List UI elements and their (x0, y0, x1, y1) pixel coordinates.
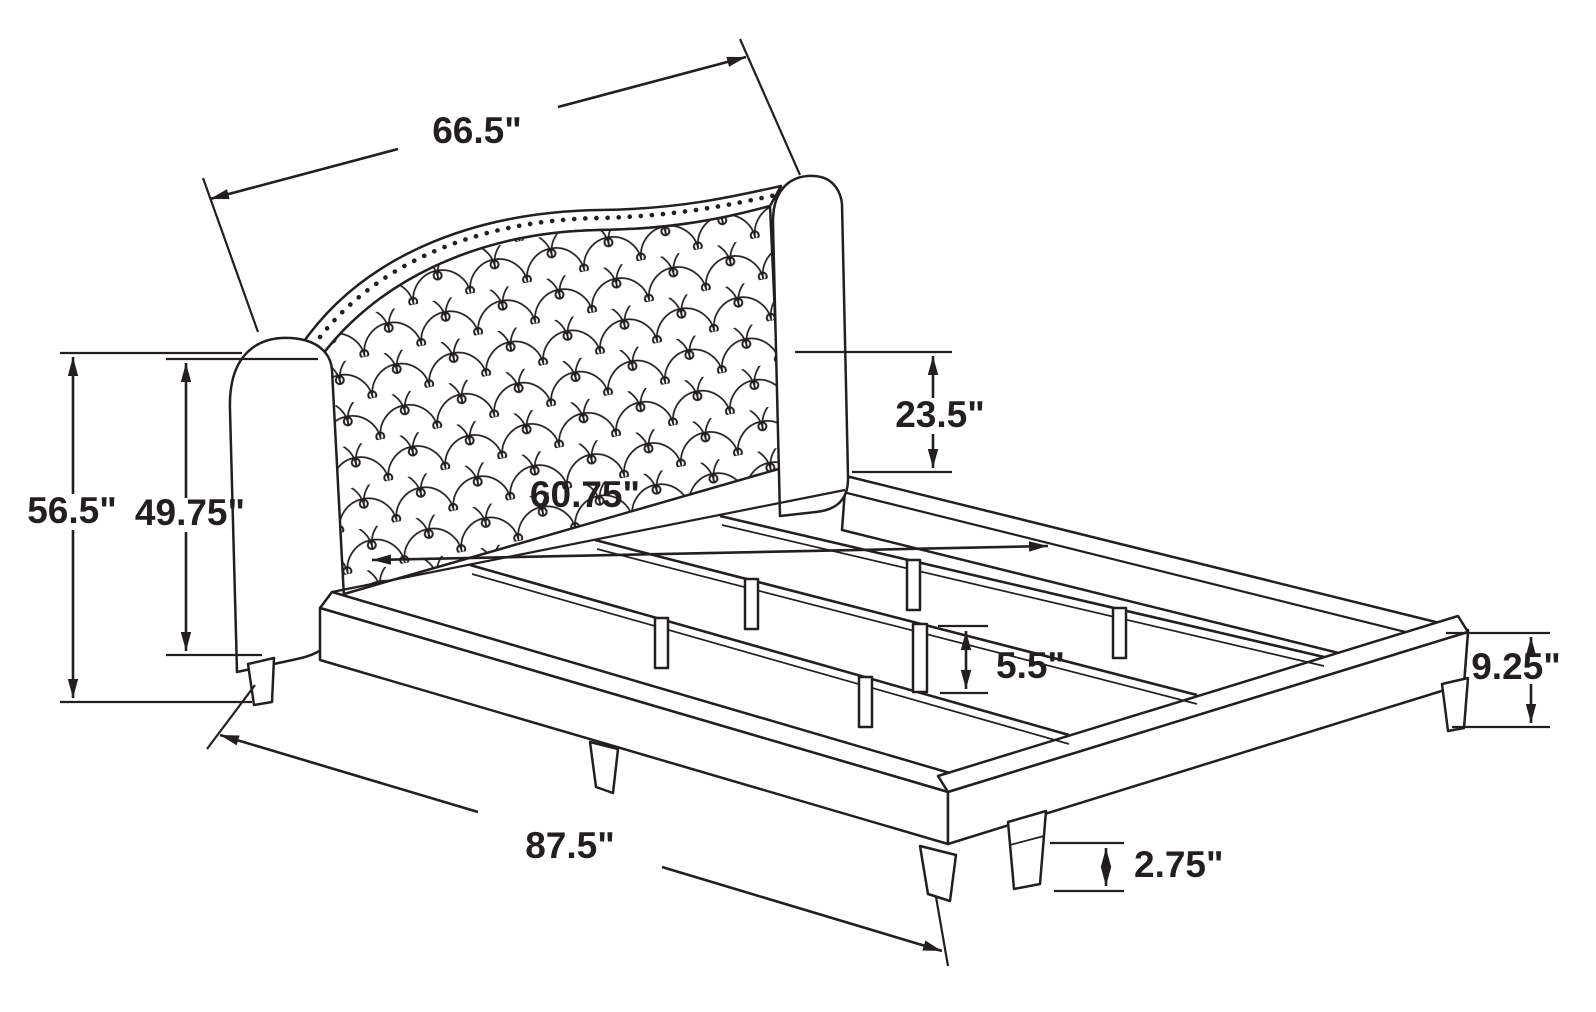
extension-line (738, 38, 802, 176)
head-rail-inner-edge (331, 488, 846, 594)
dim-headboard-above-rail: 23.5" (795, 350, 985, 474)
dimension-label: 9.25" (1471, 646, 1561, 687)
tufted-panel (313, 204, 784, 600)
dimension-label: 5.5" (996, 645, 1065, 686)
slat-2 (594, 538, 1198, 705)
far-rail-inner-edge (842, 490, 1463, 648)
extension-line (201, 177, 260, 333)
slat-rail (469, 563, 1070, 737)
foot-near-leg (918, 844, 958, 903)
dim-foot-leg-height: 2.75" (1050, 841, 1224, 893)
slat-supports (469, 514, 1325, 745)
slat-leg (857, 675, 874, 729)
near-rail-face (318, 606, 950, 846)
foot-center-leg (1006, 809, 1048, 891)
bed-frame (318, 488, 1470, 846)
dim-frame-height: 9.25" (1446, 631, 1561, 729)
dimension-line (371, 541, 1049, 565)
slat-leg (653, 616, 670, 670)
dimension-line (219, 733, 479, 814)
dimension-label: 60.75" (530, 474, 640, 515)
extension-line (206, 684, 256, 750)
dimension-label: 49.75" (135, 492, 245, 533)
dimension-line (661, 865, 943, 953)
slat-rail (594, 538, 1198, 697)
headboard (228, 174, 850, 674)
dimension-label: 23.5" (895, 394, 985, 435)
dimension-label: 66.5" (432, 110, 522, 151)
dimension-label: 56.5" (27, 490, 117, 531)
slat-rail-edge (471, 573, 1070, 745)
dim-headboard-height: 49.75" (135, 357, 318, 657)
slat-leg-measured (911, 622, 929, 694)
slat-leg (1111, 606, 1128, 660)
headboard-leg (246, 656, 276, 707)
slat-leg (743, 577, 760, 631)
foot-far-leg (1440, 676, 1470, 733)
side-rail-center-leg (588, 740, 620, 795)
dim-inner-width: 60.75" (371, 474, 1049, 565)
dim-center-leg-height: 5.5" (938, 624, 1065, 695)
dim-headboard-width: 66.5" (201, 38, 802, 333)
dimension-line (557, 55, 747, 109)
headboard-right-wing (771, 174, 850, 518)
slat-leg (905, 558, 922, 612)
dim-overall-length: 87.5" (206, 684, 950, 967)
extension-line (934, 896, 950, 967)
dim-overall-height: 56.5" (27, 351, 252, 704)
slat-rail-edge (596, 548, 1198, 705)
foot-center-leg-seam (1009, 835, 1045, 846)
legs (246, 656, 1470, 903)
dimension-line (209, 147, 399, 201)
slat-1 (469, 563, 1070, 745)
slat-rail (719, 514, 1325, 659)
dimension-label: 2.75" (1134, 844, 1224, 885)
dimension-label: 87.5" (525, 825, 615, 866)
